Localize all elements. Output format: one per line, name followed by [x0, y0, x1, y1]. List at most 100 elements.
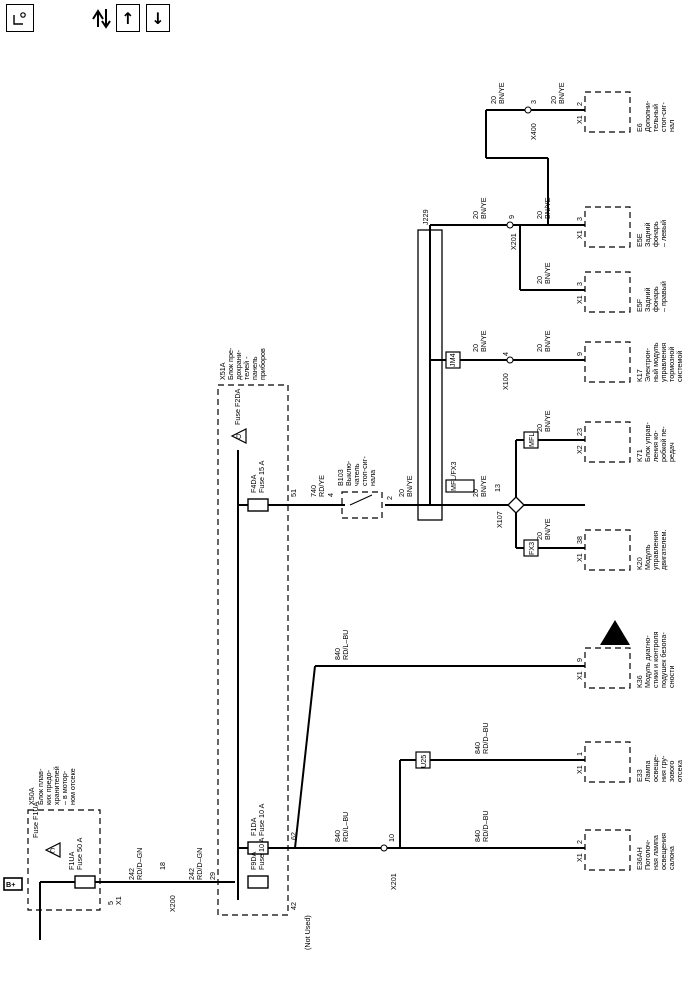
x107-id: X107 — [495, 511, 504, 528]
load-conn-e33: X1 — [575, 765, 584, 774]
load-desc-e5f-2: – правый — [659, 281, 668, 312]
x200-id: X200 — [168, 895, 177, 912]
w20-e6-b-color: BN/YE — [557, 82, 566, 104]
load-e33-box — [584, 741, 631, 783]
airbag-warning-icon — [600, 620, 630, 645]
fuse-f4da — [247, 498, 269, 512]
w20-e6-circuit: 20 — [489, 96, 498, 104]
ref-letter-c: C — [50, 846, 55, 855]
load-desc-e36ah-0: Потолоч- — [643, 839, 652, 870]
page-down-button[interactable]: ↓ — [146, 4, 170, 32]
load-pin-e6: 2 — [575, 102, 584, 106]
load-desc-e33-0: Лампа — [643, 760, 652, 782]
wire-242-color-2: RD/D–GN — [195, 848, 204, 880]
toolbar: ↑ ↓ — [0, 0, 700, 40]
load-id-k71: K71 — [635, 449, 644, 462]
w20-k20-color: BN/YE — [543, 518, 552, 540]
load-desc-e6-2: стоп-сиг- — [659, 102, 668, 132]
jump-x201-10 — [380, 844, 388, 852]
w840-e33-color: RD/D–BU — [481, 722, 490, 754]
load-id-e6: E6 — [635, 123, 644, 132]
load-desc-k71-3: редач — [667, 442, 676, 462]
w20-e5f-circuit: 20 — [535, 276, 544, 284]
load-desc-k36-2: подушек безопа- — [659, 632, 668, 688]
b103-pin: 2 — [385, 496, 394, 500]
w20-e5e-b-color: BN/YE — [543, 197, 552, 219]
load-conn-k36: X1 — [575, 671, 584, 680]
load-desc-e36ah-2: освещения — [659, 833, 668, 870]
b103-desc-2: стоп-сиг- — [360, 456, 369, 486]
load-desc-e6-0: Дополни- — [643, 100, 652, 132]
splice-j229-box — [417, 229, 443, 521]
f4da-name: F4DA — [249, 474, 258, 493]
zoom-corner-icon — [13, 12, 26, 25]
x50a-desc-3: – в мотор- — [60, 770, 69, 805]
swap-arrows-icon — [92, 9, 111, 29]
w20-k17-color: BN/YE — [543, 330, 552, 352]
load-id-e5e: E5E — [635, 233, 644, 247]
splice-mfl — [523, 431, 539, 449]
x201-pin-b: 9 — [507, 215, 516, 219]
load-e36ah-box — [584, 829, 631, 871]
load-desc-k20-2: двигателем. — [659, 530, 668, 570]
labels-rotated: X50A Блок плав- ких предо- хранителей – … — [27, 82, 566, 950]
w20-k20-circuit: 20 — [535, 532, 544, 540]
f1ua-name: F1UA — [67, 851, 76, 870]
f9da-rating: Fuse 10 A — [257, 837, 266, 870]
f9da-name: F9DA — [249, 851, 258, 870]
load-pin-e5f: 3 — [575, 282, 584, 286]
f1ua-rating: Fuse 50 A — [75, 837, 84, 870]
x51a-fuse-ref: Fuse F2DA — [233, 388, 242, 425]
x201-id-b: X201 — [509, 233, 518, 250]
x51a-desc-1: дохрани- — [234, 349, 243, 380]
w20-k71-color: BN/YE — [543, 410, 552, 432]
f4da-pin: 51 — [289, 489, 298, 497]
x50a-pin: 5 — [106, 901, 115, 905]
connector-x107-diamond — [507, 496, 525, 514]
swap-direction-button[interactable] — [88, 4, 116, 32]
x50a-fuse-ref: Fuse F1UA — [31, 801, 40, 838]
x107-pin: 13 — [493, 484, 502, 492]
w20-jm4-circuit: 20 — [471, 344, 480, 352]
w740-color: RD/YE — [317, 475, 326, 497]
w840-main-color: RD/L–BU — [341, 812, 350, 842]
load-id-e33: E33 — [635, 769, 644, 782]
load-conn-e5f: X1 — [575, 295, 584, 304]
w20-b-color: BN/YE — [479, 475, 488, 497]
switch-b103-contact — [349, 494, 373, 506]
load-desc-e33-4: отсека — [675, 760, 684, 782]
load-pin-e5e: 3 — [575, 217, 584, 221]
load-id-k20: K20 — [635, 557, 644, 570]
x100-id: X100 — [501, 373, 510, 390]
switch-b103-box — [341, 491, 383, 519]
fuse-f1da — [247, 841, 269, 855]
load-desc-k36-0: Модуль диагно- — [643, 635, 652, 688]
load-desc-k36-1: стики и контроля — [651, 631, 660, 688]
page-up-button[interactable]: ↑ — [116, 4, 140, 32]
w20-e5e-circuit: 20 — [471, 211, 480, 219]
load-pin-k71: 23 — [575, 428, 584, 436]
x51a-desc-2: телей - — [242, 356, 251, 380]
w840-e36-circuit: 840 — [473, 830, 482, 842]
w20-circuit: 20 — [397, 489, 406, 497]
zoom-toggle-button[interactable] — [6, 4, 34, 32]
fuse-block-x50a-box — [27, 809, 101, 911]
load-pin-e36ah: 2 — [575, 840, 584, 844]
w740-circuit: 740 — [309, 485, 318, 497]
load-pin-k36: 9 — [575, 658, 584, 662]
load-e6-box — [584, 91, 631, 133]
x200-pin: 18 — [158, 862, 167, 870]
w20-color: BN/YE — [405, 475, 414, 497]
load-desc-k17-1: ный модуль — [651, 342, 660, 382]
wire-242-color: RD/D–GN — [135, 848, 144, 880]
load-desc-e33-3: зового — [667, 761, 676, 782]
load-desc-k20-1: управления — [651, 531, 660, 570]
w840-e36-color: RD/D–BU — [481, 810, 490, 842]
load-desc-k17-4: системой — [675, 351, 684, 382]
x51a-desc-0: Блок пре- — [226, 347, 235, 380]
x201-id-a: X201 — [389, 873, 398, 890]
x51a-desc-4: приборов — [258, 348, 267, 380]
x50a-desc-2: хранителей — [52, 766, 61, 805]
load-conn-e6: X1 — [575, 115, 584, 124]
x400-id: X400 — [529, 123, 538, 140]
